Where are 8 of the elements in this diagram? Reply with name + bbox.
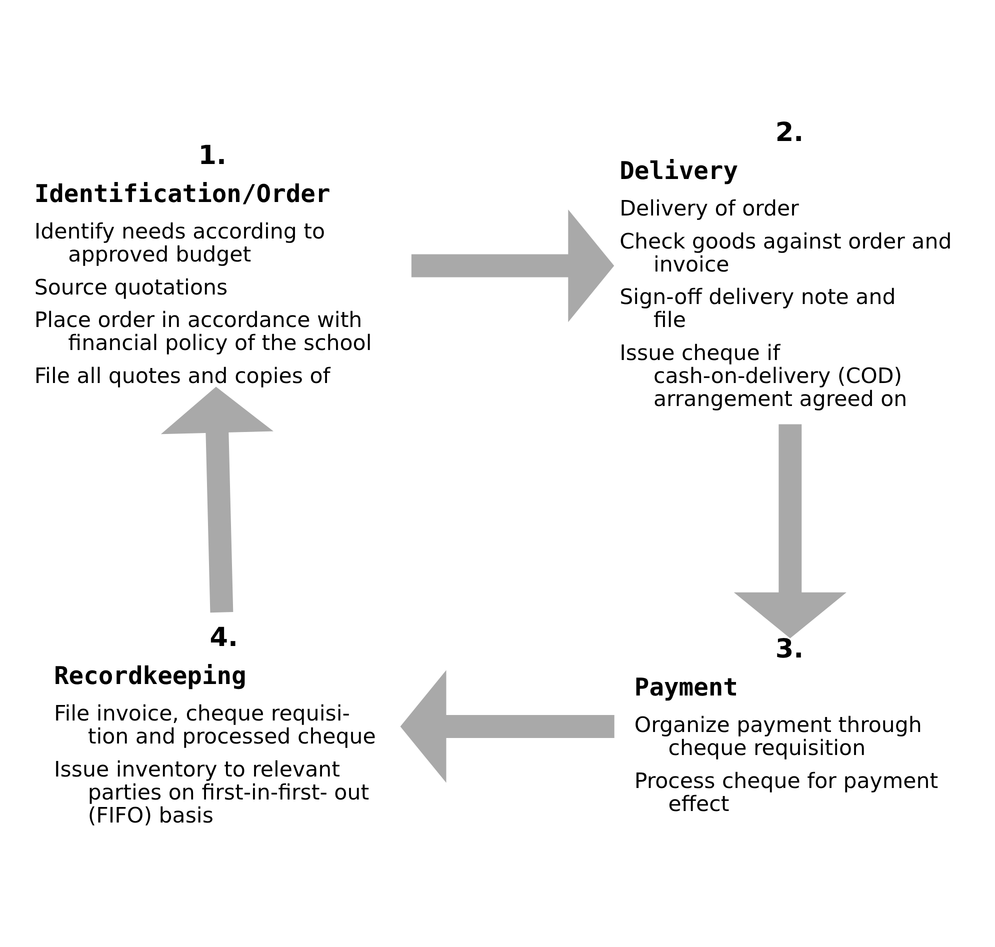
arrow [160, 386, 274, 612]
node-text: 1. Identification/Order Identify needs according to approved budget Source quotations Place order in accordance with financial policy of the school File all quotes and copies of [34, 140, 372, 388]
arrow [734, 424, 846, 638]
node-text: 4. Recordkeeping File invoice, cheque requisi- tion and processed cheque Issue inventory to relevant parties on first-in-first- out (FIFO) basis [54, 622, 376, 828]
arrow [400, 670, 614, 782]
arrow [411, 208, 614, 322]
node-text: 3. Payment Organize payment through cheque requisition Process cheque for payment effect [634, 634, 938, 816]
node-text: 2. Delivery Delivery of order Check goods against order and invoice Sign-off delivery note and file Issue cheque if cash-on-delivery (COD) arrangement agreed on [620, 117, 952, 412]
